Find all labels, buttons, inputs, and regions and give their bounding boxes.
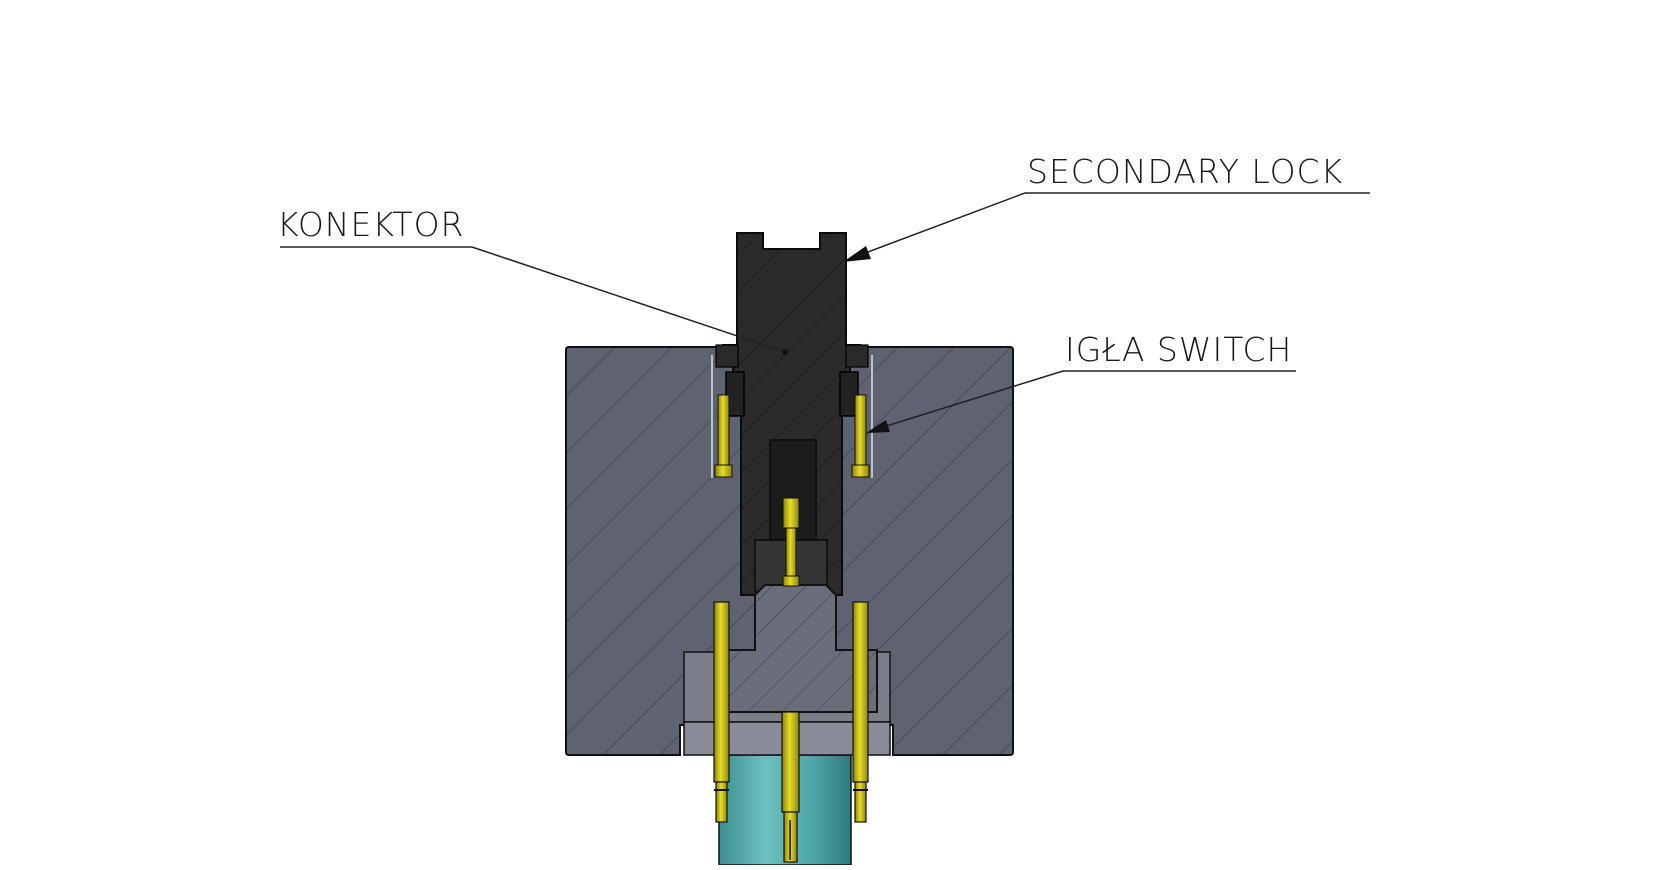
callout-label-secondary-lock: SECONDARY LOCK: [1027, 152, 1343, 191]
right-shoulder: [845, 344, 869, 368]
center-insert: [718, 584, 878, 713]
secondary-lock-leader: [859, 192, 1026, 256]
lower-right-pin: [852, 601, 869, 823]
callout-secondary-lock: SECONDARY LOCK: [843, 152, 1370, 262]
upper-left-switch-needle: [711, 355, 733, 478]
igla-switch-arrowhead: [866, 420, 890, 433]
konektor-leader-dot: [782, 349, 788, 355]
callout-konektor: KONEKTOR: [277, 205, 788, 355]
lower-center-pin: [781, 711, 800, 863]
secondary-lock-arrowhead: [843, 246, 871, 262]
left-shoulder: [715, 344, 739, 368]
right-latch: [839, 371, 859, 417]
left-latch: [725, 371, 745, 417]
callout-igla-switch: IGŁA SWITCH: [866, 330, 1296, 433]
upper-right-switch-needle: [851, 355, 873, 478]
callout-label-konektor: KONEKTOR: [277, 205, 465, 244]
lower-left-pin: [713, 601, 730, 823]
callout-label-igla-switch: IGŁA SWITCH: [1065, 330, 1292, 369]
igla-switch-leader: [879, 370, 1064, 429]
center-contact-pin: [782, 497, 800, 587]
konektor-leader: [471, 246, 786, 353]
